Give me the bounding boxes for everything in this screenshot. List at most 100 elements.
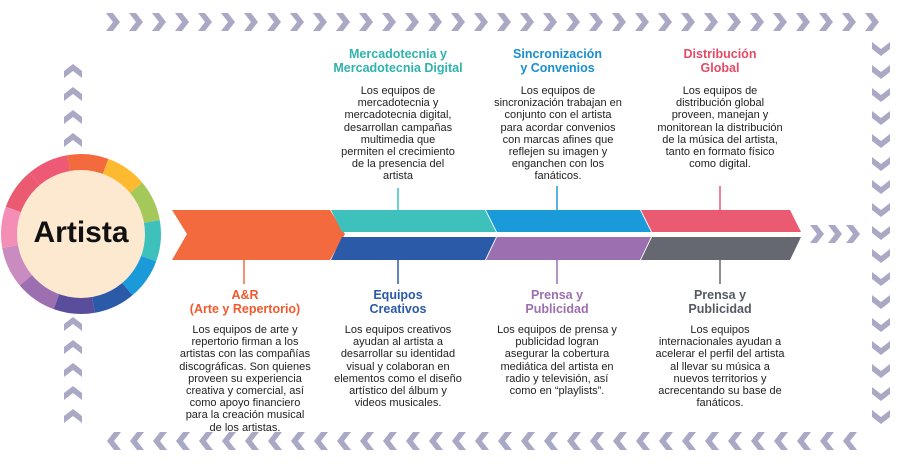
border-chevron-icon bbox=[520, 13, 534, 31]
border-chevron-icon bbox=[796, 13, 810, 31]
desc-creative: Los equipos creativos ayudan al artista … bbox=[334, 324, 462, 410]
border-chevron-icon bbox=[64, 87, 82, 101]
border-chevron-icon bbox=[612, 13, 626, 31]
arrow-international bbox=[641, 237, 801, 260]
border-chevron-icon bbox=[872, 364, 890, 378]
border-chevron-icon bbox=[872, 180, 890, 194]
title-sync: Sincronización y Convenios bbox=[513, 47, 602, 75]
ring-segment bbox=[1, 206, 22, 248]
ring-segment bbox=[121, 255, 157, 296]
border-chevron-icon bbox=[198, 13, 212, 31]
border-chevron-icon bbox=[498, 432, 512, 450]
border-chevron-icon bbox=[819, 13, 833, 31]
trail-chevron-icon bbox=[810, 225, 824, 243]
border-chevron-icon bbox=[222, 432, 236, 450]
border-chevron-icon bbox=[475, 432, 489, 450]
border-chevron-icon bbox=[221, 13, 235, 31]
border-chevron-icon bbox=[244, 13, 258, 31]
arrow-ar bbox=[172, 210, 345, 260]
color-ring bbox=[1, 154, 161, 314]
title-ar: A&R (Arte y Repertorio) bbox=[189, 288, 301, 316]
title-marketing: Mercadotecnia y Mercadotecnia Digital bbox=[333, 47, 463, 75]
border-chevron-icon bbox=[199, 432, 213, 450]
border-chevron-icon bbox=[64, 409, 82, 423]
ring-segment bbox=[2, 244, 33, 286]
border-chevron-icon bbox=[64, 386, 82, 400]
border-chevron-icon bbox=[872, 134, 890, 148]
title-international: Prensa y Publicidad bbox=[688, 288, 752, 316]
arrow-press bbox=[486, 237, 651, 260]
border-chevron-icon bbox=[64, 64, 82, 78]
ring-segment bbox=[53, 293, 95, 314]
border-chevron-icon bbox=[451, 13, 465, 31]
arrow-creative bbox=[331, 237, 496, 260]
desc-sync: Los equipos de sincronización trabajan e… bbox=[494, 85, 622, 183]
border-chevron-icon bbox=[474, 13, 488, 31]
border-chevron-icon bbox=[872, 88, 890, 102]
border-chevron-icon bbox=[635, 13, 649, 31]
border-chevron-icon bbox=[336, 13, 350, 31]
border-chevron-icon bbox=[64, 317, 82, 331]
border-chevron-icon bbox=[360, 432, 374, 450]
border-chevron-icon bbox=[383, 432, 397, 450]
border-chevron-icon bbox=[567, 432, 581, 450]
border-chevron-icon bbox=[175, 13, 189, 31]
border-chevron-icon bbox=[872, 318, 890, 332]
border-chevron-icon bbox=[428, 13, 442, 31]
center-label: Artista bbox=[33, 216, 129, 249]
border-chevron-icon bbox=[291, 432, 305, 450]
border-chevron-icon bbox=[129, 13, 143, 31]
border-chevron-icon bbox=[64, 110, 82, 124]
arrow-marketing bbox=[331, 210, 496, 232]
desc-distribution: Los equipos de distribución global prove… bbox=[657, 85, 783, 171]
border-chevron-icon bbox=[64, 340, 82, 354]
border-chevron-icon bbox=[130, 432, 144, 450]
border-chevron-icon bbox=[751, 432, 765, 450]
border-chevron-icon bbox=[843, 432, 857, 450]
border-chevron-icon bbox=[106, 13, 120, 31]
ring-segment bbox=[67, 154, 109, 175]
title-press: Prensa y Publicidad bbox=[525, 288, 589, 316]
border-chevron-icon bbox=[872, 42, 890, 56]
ring-segment bbox=[140, 220, 161, 262]
border-chevron-icon bbox=[872, 341, 890, 355]
border-chevron-icon bbox=[750, 13, 764, 31]
border-chevron-icon bbox=[268, 432, 282, 450]
border-chevron-icon bbox=[521, 432, 535, 450]
border-chevron-icon bbox=[337, 432, 351, 450]
border-chevron-icon bbox=[405, 13, 419, 31]
border-chevron-icon bbox=[176, 432, 190, 450]
border-chevron-icon bbox=[682, 432, 696, 450]
border-chevron-icon bbox=[797, 432, 811, 450]
border-chevron-icon bbox=[681, 13, 695, 31]
border-chevron-icon bbox=[727, 13, 741, 31]
ring-segment bbox=[29, 155, 71, 186]
desc-ar: Los equipos de arte y repertorio firman … bbox=[179, 324, 311, 434]
border-chevron-icon bbox=[705, 432, 719, 450]
title-distribution: Distribución Global bbox=[683, 47, 757, 75]
ring-segment bbox=[129, 182, 160, 224]
border-chevron-icon bbox=[872, 157, 890, 171]
title-creative: Equipos Creativos bbox=[369, 288, 427, 316]
border-chevron-icon bbox=[359, 13, 373, 31]
border-chevron-icon bbox=[314, 432, 328, 450]
border-chevron-icon bbox=[872, 203, 890, 217]
border-chevron-icon bbox=[820, 432, 834, 450]
border-chevron-icon bbox=[774, 432, 788, 450]
border-chevron-icon bbox=[290, 13, 304, 31]
border-chevron-icon bbox=[842, 13, 856, 31]
trail-chevron-icon bbox=[846, 225, 860, 243]
border-chevron-icon bbox=[872, 272, 890, 286]
border-chevron-icon bbox=[152, 13, 166, 31]
border-chevron-icon bbox=[658, 13, 672, 31]
ring-segment bbox=[5, 172, 41, 213]
border-chevron-icon bbox=[865, 13, 879, 31]
arrow-sync bbox=[486, 210, 651, 232]
arrow-distribution bbox=[641, 210, 801, 232]
border-chevron-icon bbox=[704, 13, 718, 31]
border-chevron-icon bbox=[429, 432, 443, 450]
border-chevron-icon bbox=[245, 432, 259, 450]
border-chevron-icon bbox=[107, 432, 121, 450]
border-chevron-icon bbox=[313, 13, 327, 31]
